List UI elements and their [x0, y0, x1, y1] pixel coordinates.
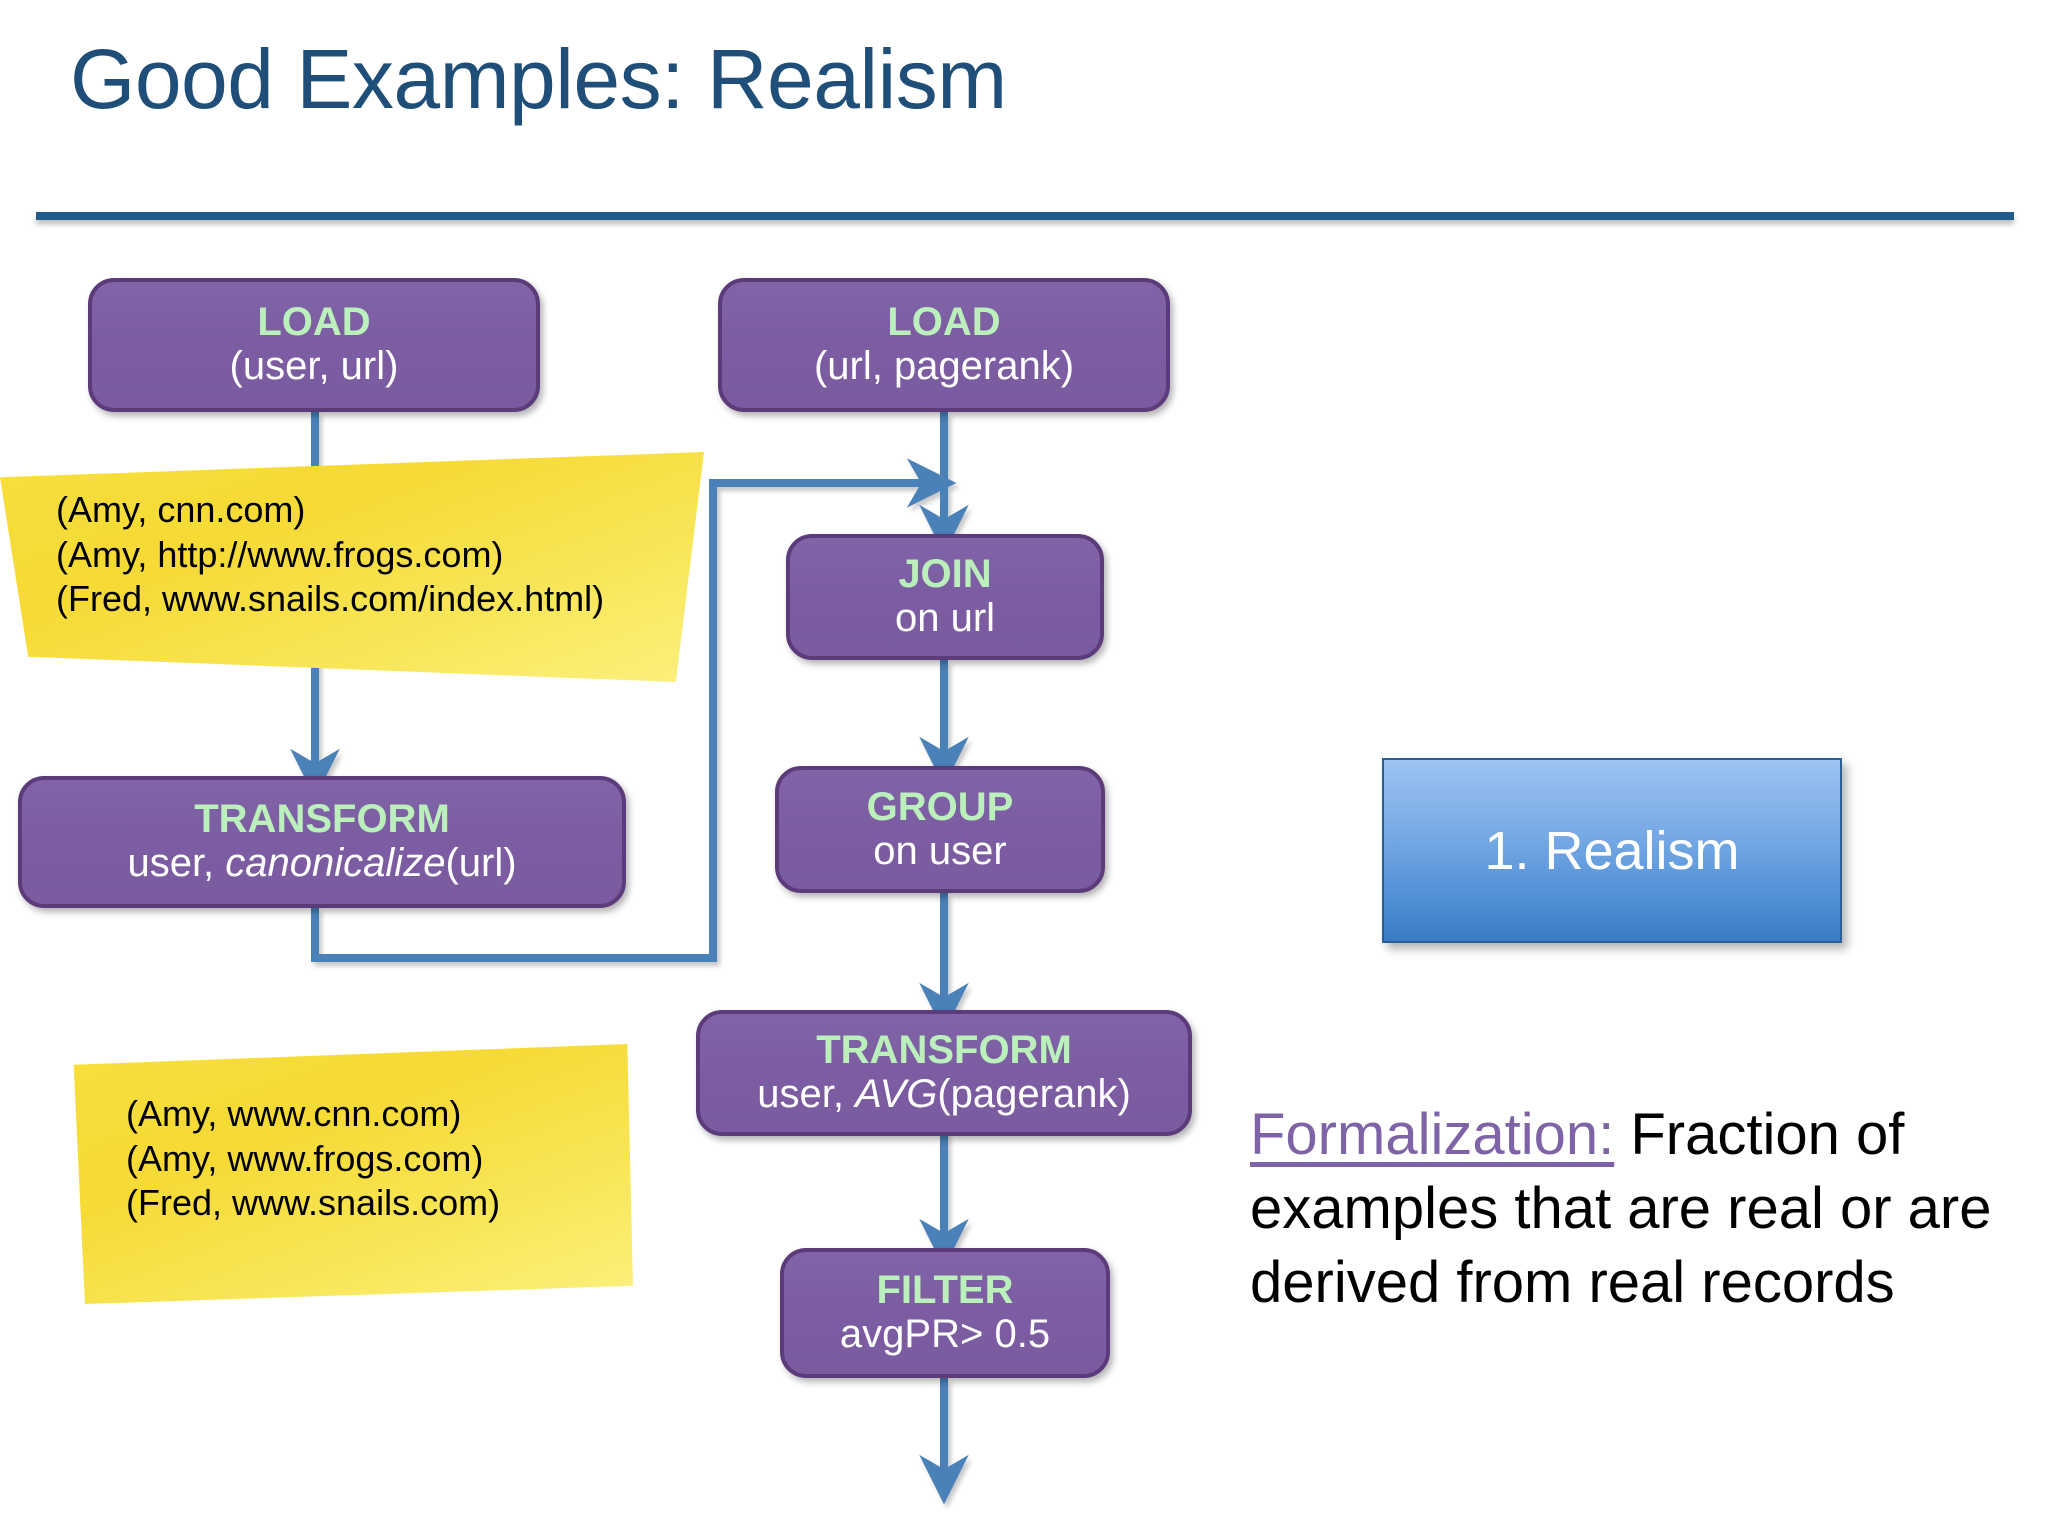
flow-node-arg: avgPR> 0.5 — [839, 1312, 1051, 1357]
flow-arg-function: canonicalize — [225, 841, 446, 886]
flow-node-op: JOIN — [898, 552, 992, 596]
list-item: (Fred, www.snails.com/index.html) — [56, 578, 605, 620]
flow-node-op: GROUP — [866, 784, 1014, 829]
flow-node-load-url-pagerank[interactable]: LOAD (url, pagerank) — [718, 278, 1170, 412]
flow-node-transform-avg[interactable]: TRANSFORM user, AVG(pagerank) — [696, 1010, 1192, 1136]
callout-label: 1. Realism — [1484, 820, 1740, 881]
flow-arg-suffix: (pagerank) — [937, 1072, 1131, 1117]
list-item: (Amy, www.cnn.com) — [126, 1093, 462, 1134]
sticky-note-input-records: (Amy, cnn.com) (Amy, http://www.frogs.co… — [0, 452, 704, 682]
title-divider — [36, 212, 2014, 220]
flow-node-load-user-url[interactable]: LOAD (user, url) — [88, 278, 540, 412]
formalization-paragraph: Formalization: Fraction of examples that… — [1250, 1098, 2010, 1321]
page-title: Good Examples: Realism — [70, 32, 1007, 126]
flow-node-group[interactable]: GROUP on user — [775, 766, 1105, 893]
flow-node-op: LOAD — [257, 300, 371, 344]
flow-node-op: LOAD — [887, 300, 1001, 344]
flow-node-arg: (url, pagerank) — [813, 344, 1075, 389]
sticky-note-lines: (Amy, cnn.com) (Amy, http://www.frogs.co… — [56, 488, 604, 622]
flow-node-arg: on url — [894, 596, 996, 641]
sticky-note-output-records: (Amy, www.cnn.com) (Amy, www.frogs.com) … — [68, 1044, 633, 1304]
flow-node-arg: user, AVG(pagerank) — [757, 1072, 1131, 1117]
formalization-label: Formalization: — [1250, 1102, 1615, 1167]
flow-node-join[interactable]: JOIN on url — [786, 534, 1104, 660]
list-item: (Fred, www.snails.com) — [126, 1182, 501, 1224]
formalization-body: Fraction of examples that are real or ar… — [1250, 1102, 1992, 1316]
flow-node-arg: on user — [873, 828, 1007, 873]
sticky-note-paper — [73, 1044, 633, 1304]
flow-arg-prefix: user, — [127, 841, 226, 886]
flow-arg-prefix: user, — [757, 1072, 856, 1117]
flow-node-transform-canonicalize[interactable]: TRANSFORM user, canonicalize(url) — [18, 776, 626, 908]
sticky-note-lines: (Amy, www.cnn.com) (Amy, www.frogs.com) … — [126, 1092, 500, 1226]
flow-arg-suffix: (url) — [445, 841, 517, 886]
flow-node-op: FILTER — [876, 1268, 1014, 1312]
flow-node-filter[interactable]: FILTER avgPR> 0.5 — [780, 1248, 1110, 1378]
callout-realism[interactable]: 1. Realism — [1382, 758, 1842, 943]
flow-node-op: TRANSFORM — [816, 1028, 1072, 1072]
list-item: (Amy, www.frogs.com) — [126, 1137, 484, 1179]
list-item: (Amy, http://www.frogs.com) — [56, 533, 504, 575]
flow-node-op: TRANSFORM — [194, 797, 450, 841]
flow-arg-function: AVG — [855, 1072, 938, 1117]
list-item: (Amy, cnn.com) — [56, 489, 306, 530]
flow-node-arg: user, canonicalize(url) — [127, 841, 516, 886]
flow-node-arg: (user, url) — [229, 344, 399, 389]
